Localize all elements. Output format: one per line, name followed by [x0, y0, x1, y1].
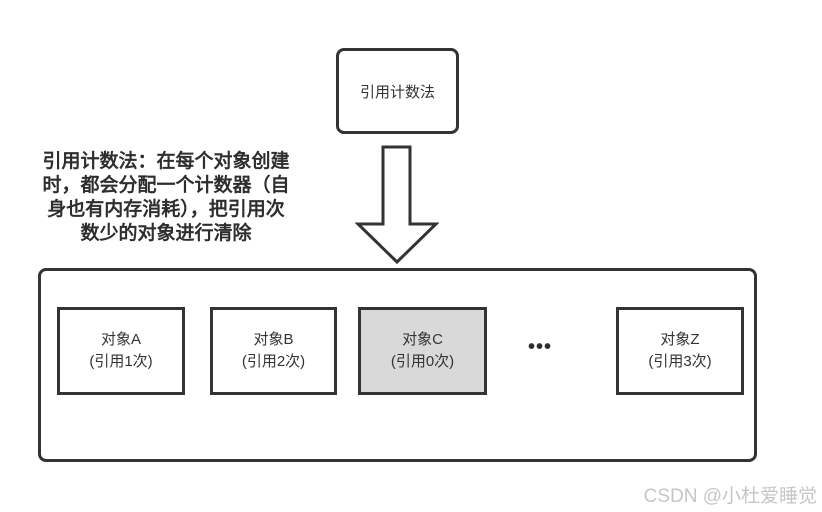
description-line: 数少的对象进行清除 [80, 223, 252, 244]
object-box-b: 对象B (引用2次) [210, 307, 337, 395]
object-box-z: 对象Z (引用3次) [616, 307, 744, 395]
object-refs: (引用3次) [648, 353, 712, 370]
object-box-a: 对象A (引用1次) [57, 307, 185, 395]
down-arrow-shape [355, 145, 439, 265]
ellipsis-dots: ••• [528, 336, 553, 358]
objects-container: 对象A (引用1次) 对象B (引用2次) 对象C (引用0次) ••• 对象Z… [38, 268, 757, 462]
title-box-label: 引用计数法 [359, 83, 435, 101]
object-name: 对象Z [660, 331, 700, 348]
object-name: 对象B [253, 331, 294, 348]
watermark: CSDN @小杜爱睡觉 [643, 486, 817, 507]
object-refs: (引用0次) [390, 353, 455, 370]
description-line: 引用计数法：在每个对象创建 [42, 151, 290, 172]
description-line: 身也有内存消耗），把引用次 [47, 199, 285, 220]
object-name: 对象A [100, 331, 141, 348]
object-refs: (引用1次) [89, 353, 153, 370]
down-arrow-icon [355, 145, 439, 265]
object-name: 对象C [402, 331, 443, 348]
description-line: 时，都会分配一个计数器（自 [42, 175, 290, 196]
object-refs: (引用2次) [241, 353, 306, 370]
object-box-c-highlighted: 对象C (引用0次) [358, 307, 487, 395]
description-text: 引用计数法：在每个对象创建 时，都会分配一个计数器（自 身也有内存消耗），把引用… [36, 150, 296, 246]
title-box: 引用计数法 [336, 48, 459, 134]
